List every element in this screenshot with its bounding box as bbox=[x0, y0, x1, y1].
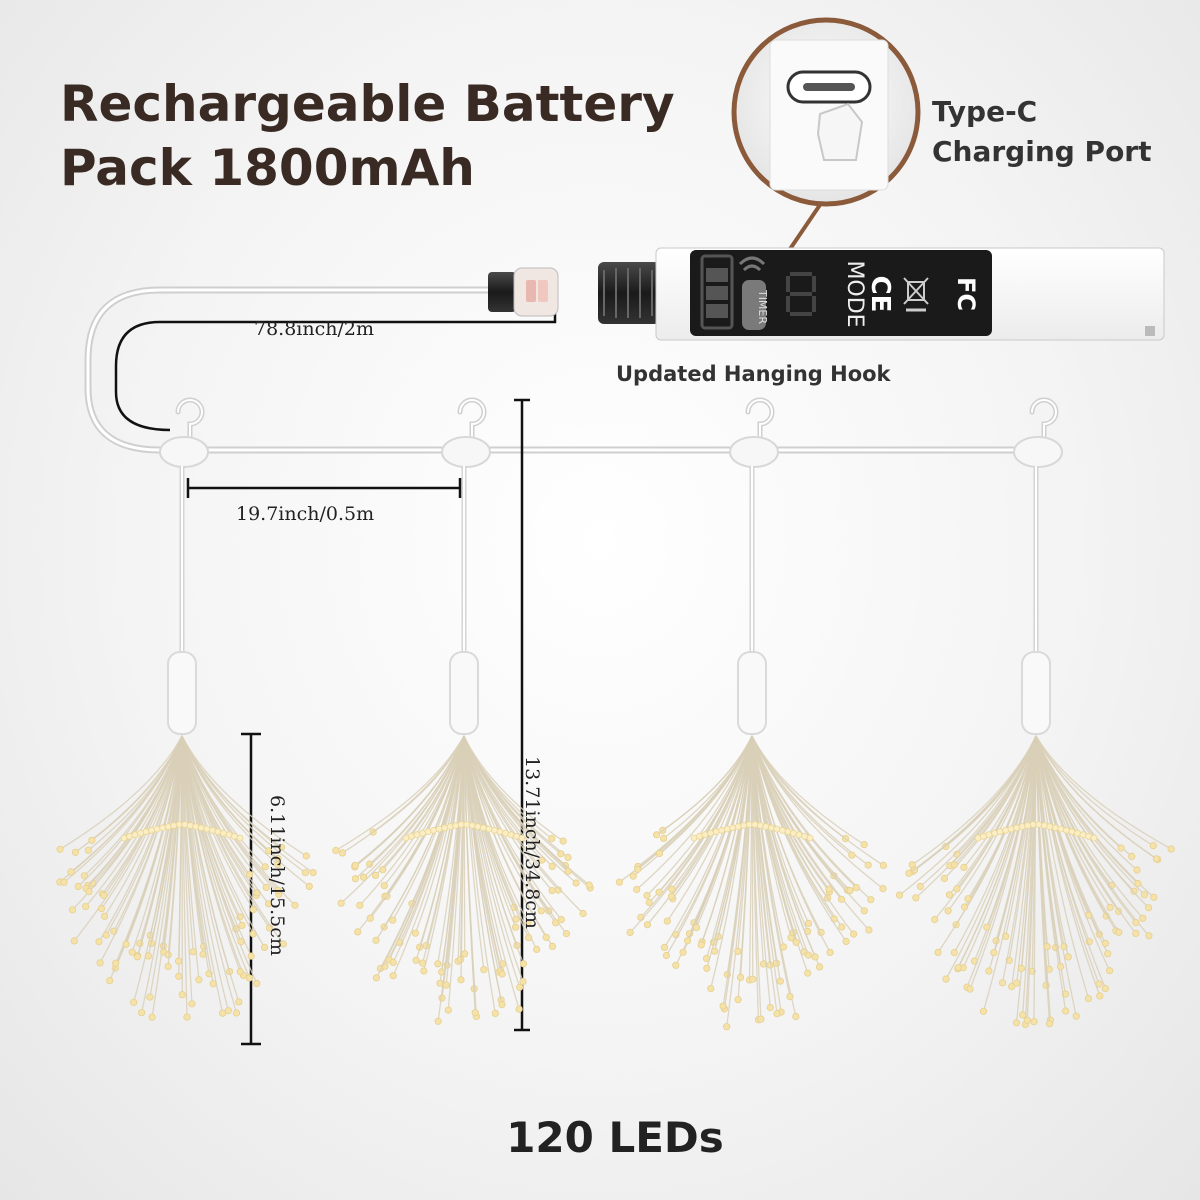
led-ring bbox=[402, 821, 526, 842]
end-connector bbox=[488, 267, 559, 317]
mode-label: MODE bbox=[842, 260, 867, 327]
led-pendant bbox=[895, 397, 1175, 1029]
fcc-mark-icon: FC bbox=[952, 277, 980, 311]
pendant-spacing-bracket bbox=[186, 478, 462, 498]
drop-length-label: 13.71inch/34.8cm bbox=[521, 756, 543, 929]
led-strands bbox=[615, 735, 888, 1031]
charging-port-label: Type-C Charging Port bbox=[932, 92, 1152, 172]
hanging-hook-icon bbox=[1029, 397, 1059, 439]
cable-length-label: 78.8inch/2m bbox=[254, 318, 375, 340]
remote-signal-icon bbox=[738, 256, 766, 272]
main-cable bbox=[84, 286, 1044, 454]
pendant-cap bbox=[737, 651, 767, 735]
ce-mark-icon: CE bbox=[865, 276, 895, 313]
hanging-hook-icon bbox=[745, 397, 775, 439]
led-pendant bbox=[56, 397, 317, 1021]
pendant-spacing-label: 19.7inch/0.5m bbox=[236, 503, 375, 525]
led-pendant bbox=[332, 397, 594, 1025]
battery-level-icon bbox=[700, 254, 734, 330]
cable-junction bbox=[1013, 436, 1063, 468]
burst-length-bracket bbox=[241, 732, 261, 1046]
pendant-group bbox=[56, 397, 1175, 1031]
timer-button bbox=[742, 280, 766, 330]
led-strands bbox=[56, 735, 317, 1021]
cable-length-bracket bbox=[114, 312, 557, 432]
led-strands bbox=[332, 735, 594, 1025]
timer-label: TIMER bbox=[756, 289, 769, 324]
cable-junction bbox=[159, 436, 209, 468]
usb-c-port-icon bbox=[786, 70, 872, 104]
led-pendant bbox=[615, 397, 888, 1031]
charging-port-label-line-2: Charging Port bbox=[932, 135, 1152, 168]
led-ring bbox=[120, 821, 244, 842]
charging-port-callout bbox=[731, 17, 921, 254]
headline-line-1: Rechargeable Battery bbox=[60, 75, 675, 133]
hanging-hook-icon bbox=[175, 397, 205, 439]
led-ring bbox=[690, 821, 814, 842]
charging-port-label-line-1: Type-C bbox=[932, 95, 1038, 128]
cable-junction bbox=[729, 436, 779, 468]
seven-segment-display-icon bbox=[786, 272, 816, 316]
pendant-cap bbox=[1021, 651, 1051, 735]
cable-junction bbox=[441, 436, 491, 468]
led-strands bbox=[895, 735, 1175, 1029]
hanging-hook-icon bbox=[457, 397, 487, 439]
weee-bin-icon bbox=[903, 277, 929, 312]
pendant-cap bbox=[167, 651, 197, 735]
burst-length-label: 6.11inch/15.5cm bbox=[266, 795, 288, 956]
hanging-hook-label: Updated Hanging Hook bbox=[616, 362, 891, 386]
headline-line-2: Pack 1800mAh bbox=[60, 139, 475, 197]
pendant-cap bbox=[449, 651, 479, 735]
led-count-label: 120 LEDs bbox=[506, 1113, 724, 1162]
battery-pack: TIMER MODE CE FC bbox=[598, 247, 1165, 341]
headline: Rechargeable Battery Pack 1800mAh bbox=[60, 72, 700, 200]
led-ring bbox=[974, 821, 1098, 842]
